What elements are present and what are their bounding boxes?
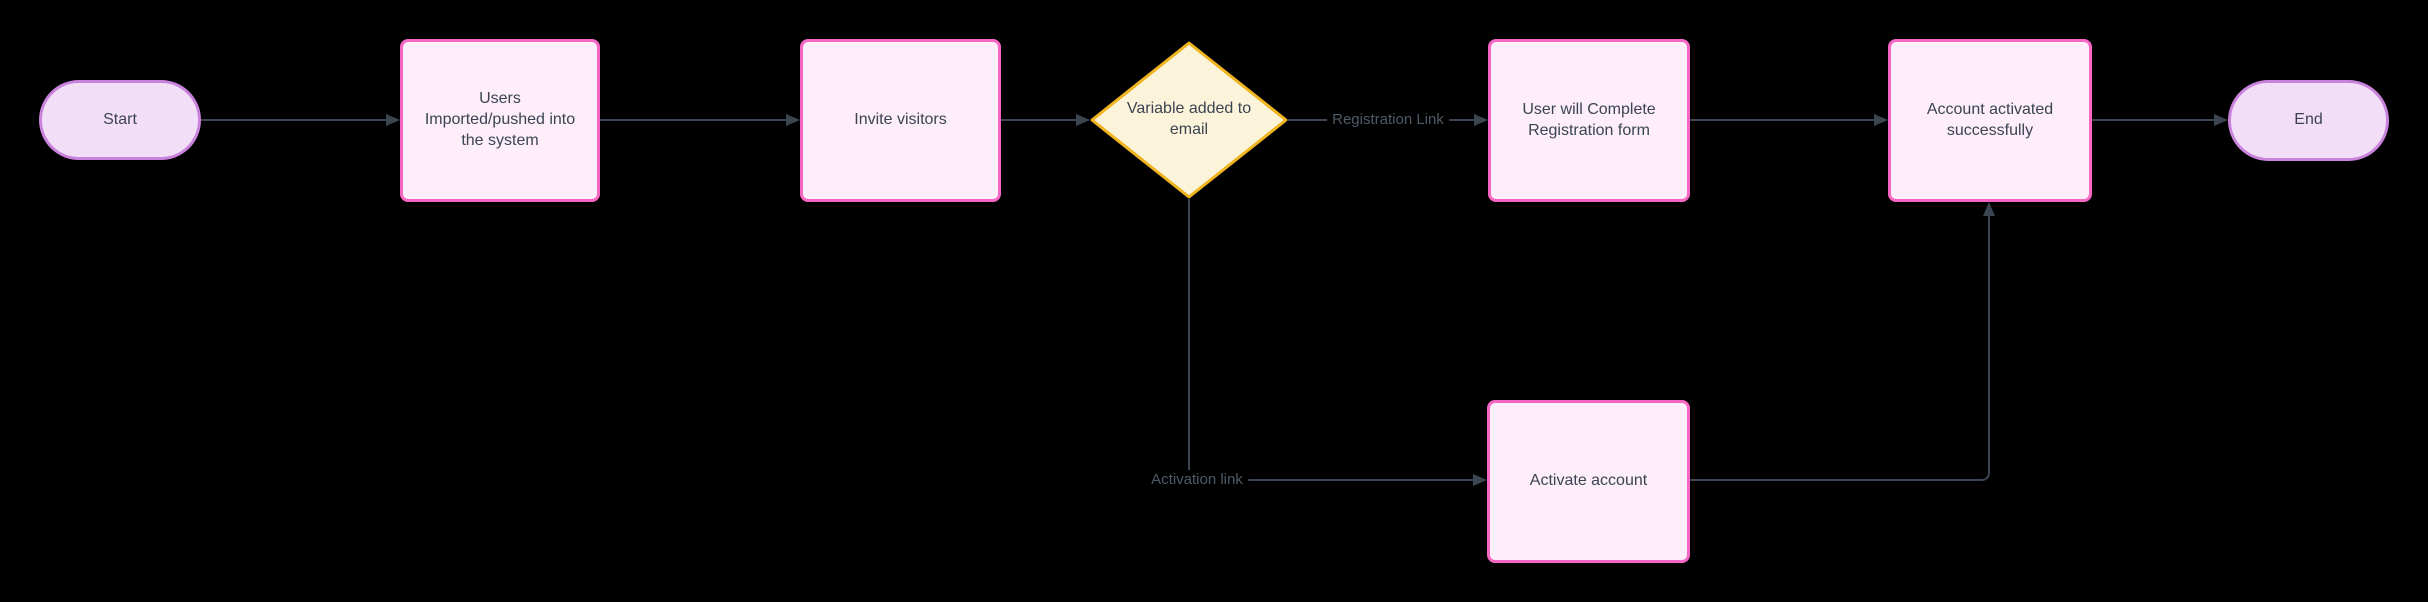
arrow-head-icon <box>786 114 800 126</box>
start-node-label: Start <box>103 110 137 128</box>
arrow-head-icon <box>1076 114 1090 126</box>
activate-account-node[interactable]: Activate account <box>1487 400 1690 563</box>
connector-elbow <box>1690 216 1990 481</box>
start-node[interactable]: Start <box>39 80 201 160</box>
end-node-label: End <box>2294 111 2323 129</box>
diamond-shape <box>1090 41 1288 199</box>
arrow-head-icon <box>386 114 400 126</box>
arrow-head-icon <box>1474 114 1488 126</box>
connector-elbow <box>1188 199 1473 481</box>
arrow-head-icon <box>2214 114 2228 126</box>
connector-line <box>2092 119 2214 121</box>
registration-form-node-label: User will Complete Registration form <box>1522 100 1656 139</box>
account-activated-node[interactable]: Account activated successfully <box>1888 39 2092 202</box>
arrow-head-icon <box>1874 114 1888 126</box>
arrow-head-icon <box>1473 474 1487 486</box>
users-imported-node-label: Users Imported/pushed into the system <box>424 90 576 149</box>
connector-line <box>201 119 386 121</box>
invite-visitors-node[interactable]: Invite visitors <box>800 39 1001 202</box>
account-activated-node-label: Account activated successfully <box>1926 100 2054 139</box>
connector-line <box>600 119 786 121</box>
end-node[interactable]: End <box>2228 80 2389 161</box>
registration-form-node[interactable]: User will Complete Registration form <box>1488 39 1690 202</box>
edge-label-activation-link[interactable]: Activation link <box>1146 470 1248 490</box>
users-imported-node[interactable]: Users Imported/pushed into the system <box>400 39 600 202</box>
connector-line <box>1001 119 1076 121</box>
variable-added-decision-node[interactable]: Variable added to email <box>1090 41 1288 199</box>
variable-added-decision-label: Variable added to email <box>1126 100 1252 138</box>
arrow-head-icon <box>1983 202 1995 216</box>
edge-label-registration-link[interactable]: Registration Link <box>1327 110 1449 130</box>
invite-visitors-node-label: Invite visitors <box>854 111 947 129</box>
activate-account-node-label: Activate account <box>1529 472 1648 490</box>
connector-line <box>1690 119 1874 121</box>
